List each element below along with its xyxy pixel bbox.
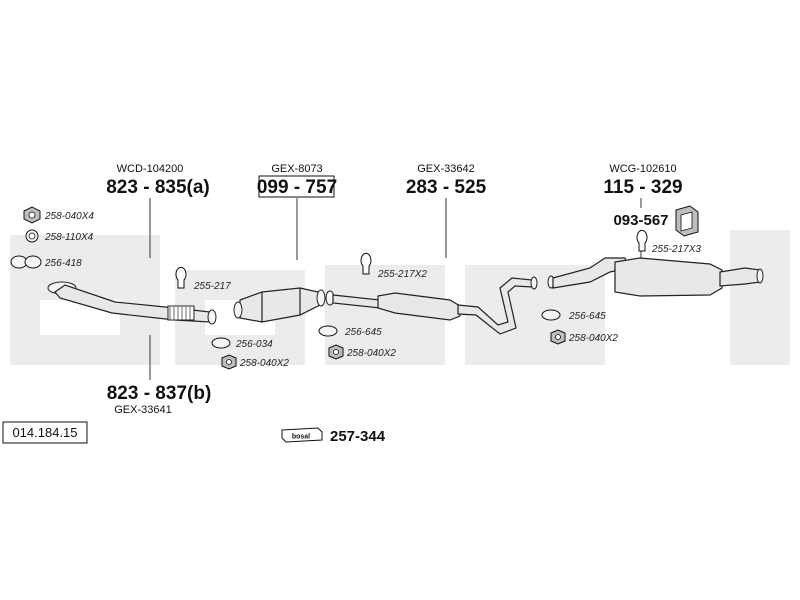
- label-ring-a: 258-110X4: [44, 232, 94, 243]
- diagram-id: 014.184.15: [2, 421, 88, 444]
- label-clamp-a: 255-217: [193, 281, 231, 292]
- nut-hole-icon: [28, 211, 36, 219]
- number-catalyst: 099 - 757: [257, 177, 337, 198]
- gasket-right-lobe-icon: [24, 255, 42, 269]
- diagram-id-box: [2, 421, 88, 444]
- code-front-pipe-a: WCD-104200: [117, 163, 184, 175]
- nut-hole-icon: [226, 359, 232, 365]
- clamp-icon: [360, 252, 372, 275]
- clamp-icon: [636, 229, 648, 252]
- gasket-icon: [211, 337, 231, 349]
- rear-bracket-inner: [680, 211, 693, 232]
- number-rear-bracket: 093-567: [613, 212, 668, 229]
- middle-section: [325, 276, 538, 335]
- code-rear-silencer: WCG-102610: [609, 163, 676, 175]
- rear-section: [547, 257, 764, 297]
- code-middle-silencer: GEX-33642: [417, 163, 474, 175]
- rear-silencer-body: [614, 257, 723, 297]
- label-nut-c: 258-040X2: [346, 348, 396, 359]
- label-gasket-a: 256-418: [44, 258, 82, 269]
- middle-outlet-flange: [530, 276, 538, 290]
- gasket-icon: [541, 309, 561, 321]
- diagram-id-text: 014.184.15: [12, 425, 77, 440]
- front-pipe: [47, 281, 217, 325]
- front-pipe-flex-ribs: [169, 307, 191, 320]
- label-gasket-c: 256-645: [344, 327, 382, 338]
- front-pipe-end-flange: [207, 309, 217, 325]
- catalyst: [233, 287, 326, 323]
- front-pipe-flex-section: [167, 305, 195, 321]
- label-nut-b: 258-040X2: [239, 358, 289, 369]
- nut-hole-icon: [333, 349, 339, 355]
- label-gasket-b: 256-034: [235, 339, 273, 350]
- code-front-pipe-b: GEX-33641: [114, 404, 171, 416]
- number-rear-silencer: 115 - 329: [603, 177, 682, 198]
- bosal-box-text: bosal: [292, 434, 310, 441]
- number-middle-silencer: 283 - 525: [406, 177, 487, 198]
- ring-hole-icon: [28, 232, 36, 240]
- label-nut-a: 258-040X4: [44, 211, 94, 222]
- clamp-icon: [175, 266, 187, 289]
- middle-silencer-body: [377, 292, 461, 321]
- label-nut-d: 258-040X2: [568, 333, 618, 344]
- mounting-set: bosal 257-344: [281, 427, 386, 445]
- part-labels: WCD-104200 823 - 835(a) 823 - 837(b) GEX…: [106, 163, 682, 416]
- rear-tailpipe: [719, 267, 761, 287]
- number-front-pipe-b: 823 - 837(b): [107, 383, 212, 404]
- catalyst-number-box: [258, 175, 335, 198]
- rear-bracket-icon: [675, 205, 699, 237]
- rear-tailpipe-end: [756, 268, 764, 284]
- label-clamp-c: 255-217X3: [651, 244, 701, 255]
- hardware-icons: [10, 206, 648, 370]
- number-front-pipe-a: 823 - 835(a): [106, 177, 210, 198]
- label-clamp-b: 255-217X2: [377, 269, 427, 280]
- catalyst-outlet-flange: [316, 289, 326, 307]
- nut-hole-icon: [555, 334, 561, 340]
- set-part-number: 257-344: [330, 428, 386, 445]
- catalyst-seams: [261, 288, 301, 322]
- bosal-box-icon: [281, 427, 323, 443]
- gasket-icon: [318, 325, 338, 337]
- code-catalyst: GEX-8073: [271, 163, 322, 175]
- hardware-labels: 258-040X4 258-110X4 256-418 255-217 256-…: [44, 211, 701, 369]
- watermark-l: [730, 230, 790, 365]
- catalyst-inlet-flange: [233, 301, 243, 319]
- label-gasket-d: 256-645: [568, 311, 606, 322]
